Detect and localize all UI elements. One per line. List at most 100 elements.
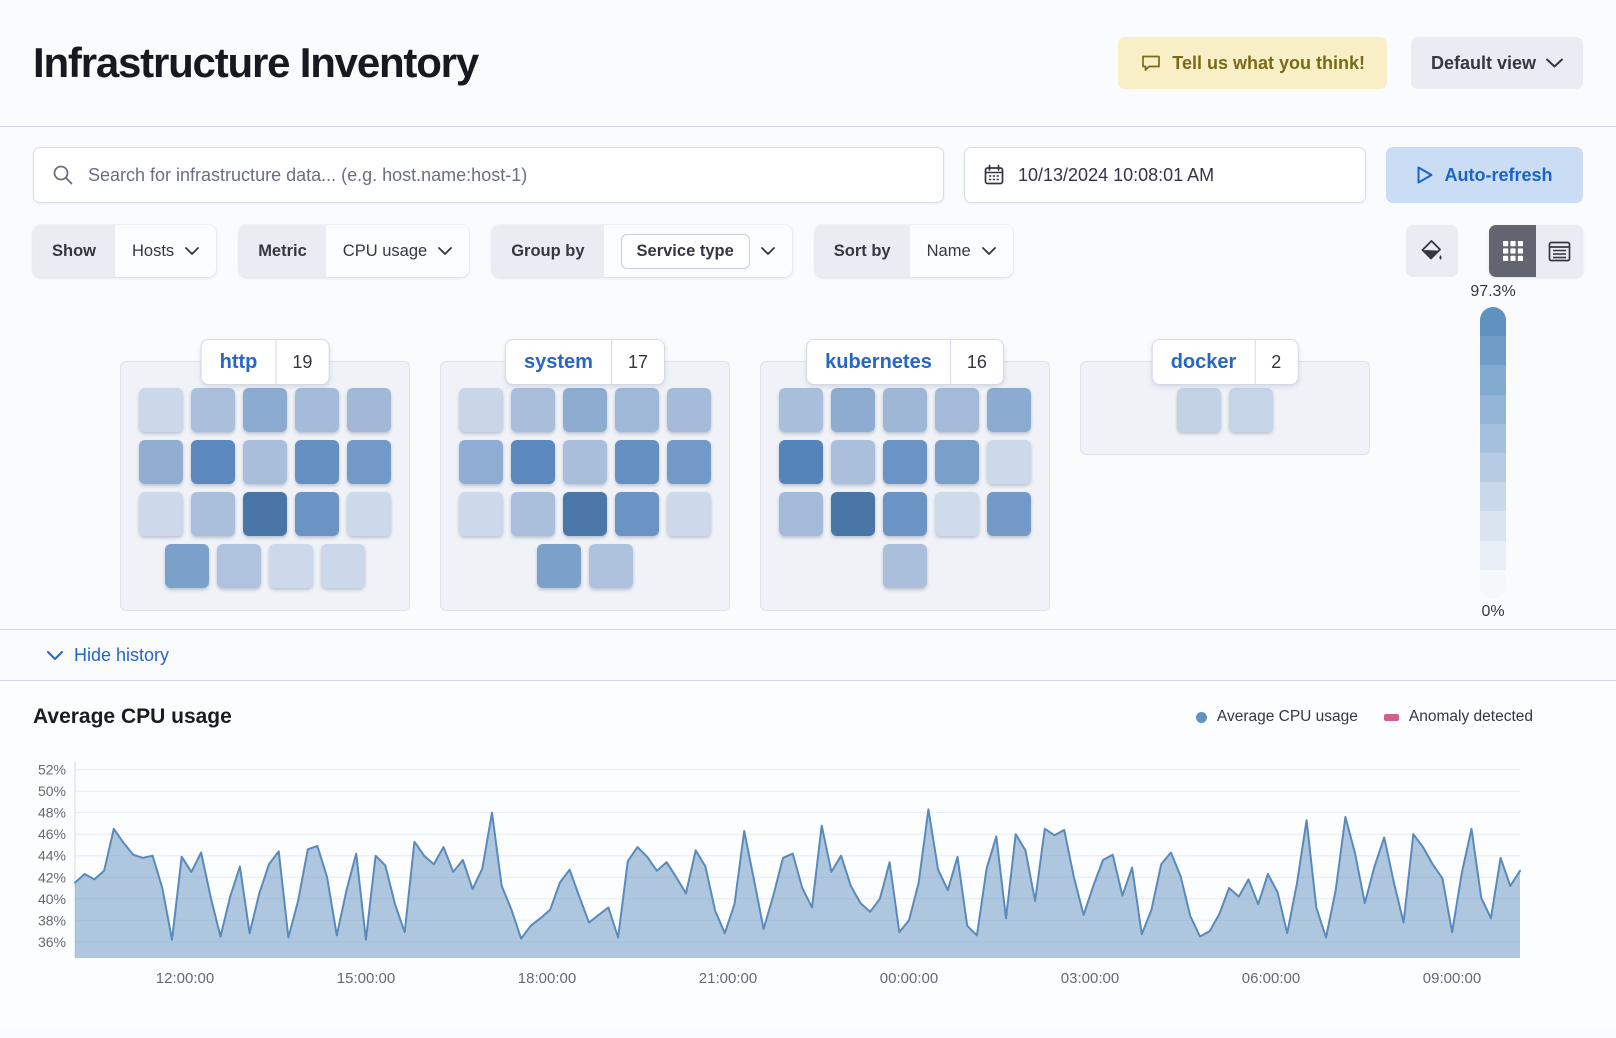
host-square[interactable] bbox=[295, 492, 339, 536]
host-square[interactable] bbox=[321, 544, 365, 588]
show-filter-button[interactable]: Hosts bbox=[115, 225, 216, 277]
host-square[interactable] bbox=[243, 492, 287, 536]
host-square[interactable] bbox=[831, 492, 875, 536]
group-card-docker: docker 2 bbox=[1080, 339, 1370, 455]
host-square[interactable] bbox=[191, 388, 235, 432]
host-square[interactable] bbox=[511, 440, 555, 484]
legend-item-anomaly[interactable]: Anomaly detected bbox=[1383, 708, 1533, 726]
scale-step bbox=[1480, 423, 1506, 454]
group-name-link[interactable]: kubernetes bbox=[825, 350, 932, 373]
host-square[interactable] bbox=[511, 492, 555, 536]
host-square[interactable] bbox=[615, 492, 659, 536]
host-square[interactable] bbox=[1229, 388, 1273, 432]
hide-history-label: Hide history bbox=[74, 644, 170, 665]
host-square[interactable] bbox=[987, 388, 1031, 432]
host-square[interactable] bbox=[295, 388, 339, 432]
hide-history-link[interactable]: Hide history bbox=[47, 645, 169, 666]
group-badge: http 19 bbox=[200, 339, 330, 385]
host-square[interactable] bbox=[987, 492, 1031, 536]
host-square[interactable] bbox=[269, 544, 313, 588]
host-square[interactable] bbox=[563, 388, 607, 432]
svg-text:48%: 48% bbox=[38, 805, 66, 821]
grid-view-button[interactable] bbox=[1489, 225, 1536, 277]
feedback-button[interactable]: Tell us what you think! bbox=[1118, 37, 1387, 89]
host-square[interactable] bbox=[563, 492, 607, 536]
host-square[interactable] bbox=[243, 388, 287, 432]
group-card-system: system 17 bbox=[440, 339, 730, 611]
host-square[interactable] bbox=[667, 388, 711, 432]
group-badge: kubernetes 16 bbox=[806, 339, 1004, 385]
host-square[interactable] bbox=[563, 440, 607, 484]
sort-by-filter-button[interactable]: Name bbox=[910, 225, 1013, 277]
host-square[interactable] bbox=[1177, 388, 1221, 432]
svg-text:12:00:00: 12:00:00 bbox=[156, 970, 214, 987]
host-square[interactable] bbox=[615, 440, 659, 484]
host-square[interactable] bbox=[165, 544, 209, 588]
host-square[interactable] bbox=[243, 440, 287, 484]
color-palette-button[interactable] bbox=[1406, 225, 1458, 277]
host-square[interactable] bbox=[347, 440, 391, 484]
date-picker-button[interactable]: 10/13/2024 10:08:01 AM bbox=[964, 147, 1366, 203]
group-by-filter-button[interactable]: Service type bbox=[604, 225, 792, 277]
scale-step bbox=[1480, 482, 1506, 512]
metric-filter-button[interactable]: CPU usage bbox=[326, 225, 469, 277]
scale-step bbox=[1480, 336, 1506, 366]
legend-dot-icon bbox=[1195, 711, 1207, 723]
host-square[interactable] bbox=[191, 492, 235, 536]
host-square[interactable] bbox=[883, 440, 927, 484]
show-filter-group: Show Hosts bbox=[33, 225, 217, 277]
host-square[interactable] bbox=[139, 440, 183, 484]
host-square[interactable] bbox=[667, 492, 711, 536]
inventory-map: http 19 system 17 kubernetes 16 docker 2… bbox=[0, 277, 1616, 629]
scale-step bbox=[1480, 511, 1506, 541]
host-square[interactable] bbox=[511, 388, 555, 432]
host-square[interactable] bbox=[779, 388, 823, 432]
host-square[interactable] bbox=[831, 440, 875, 484]
search-input[interactable] bbox=[88, 164, 925, 186]
host-square[interactable] bbox=[459, 440, 503, 484]
host-square[interactable] bbox=[779, 440, 823, 484]
host-square[interactable] bbox=[347, 388, 391, 432]
host-square[interactable] bbox=[615, 388, 659, 432]
page-title: Infrastructure Inventory bbox=[33, 39, 479, 86]
host-square[interactable] bbox=[139, 388, 183, 432]
sort-by-filter-group: Sort by Name bbox=[814, 225, 1013, 277]
chart-title: Average CPU usage bbox=[33, 705, 232, 728]
group-card-kubernetes: kubernetes 16 bbox=[760, 339, 1050, 611]
host-square[interactable] bbox=[987, 440, 1031, 484]
legend-rect-icon bbox=[1383, 713, 1399, 721]
legend-item-avg-cpu[interactable]: Average CPU usage bbox=[1195, 708, 1358, 726]
host-square[interactable] bbox=[883, 544, 927, 588]
host-square[interactable] bbox=[347, 492, 391, 536]
svg-text:44%: 44% bbox=[38, 848, 66, 864]
group-by-filter-value: Service type bbox=[620, 233, 750, 269]
host-square[interactable] bbox=[883, 492, 927, 536]
host-square[interactable] bbox=[935, 440, 979, 484]
auto-refresh-button[interactable]: Auto-refresh bbox=[1386, 147, 1583, 203]
view-selector-button[interactable]: Default view bbox=[1410, 37, 1583, 89]
host-square[interactable] bbox=[459, 388, 503, 432]
scale-min-label: 0% bbox=[1481, 603, 1505, 620]
show-filter-value: Hosts bbox=[132, 241, 175, 260]
chart-legend: Average CPU usage Anomaly detected bbox=[1195, 708, 1533, 726]
group-name-link[interactable]: http bbox=[219, 350, 258, 373]
host-square[interactable] bbox=[217, 544, 261, 588]
metric-filter-group: Metric CPU usage bbox=[239, 225, 470, 277]
host-square[interactable] bbox=[935, 388, 979, 432]
host-square[interactable] bbox=[883, 388, 927, 432]
host-square[interactable] bbox=[139, 492, 183, 536]
host-square[interactable] bbox=[537, 544, 581, 588]
host-square[interactable] bbox=[667, 440, 711, 484]
host-square[interactable] bbox=[779, 492, 823, 536]
group-name-link[interactable]: docker bbox=[1170, 350, 1237, 373]
group-badge: docker 2 bbox=[1151, 339, 1299, 385]
show-filter-label: Show bbox=[33, 225, 115, 277]
host-square[interactable] bbox=[589, 544, 633, 588]
group-name-link[interactable]: system bbox=[524, 350, 593, 373]
host-square[interactable] bbox=[459, 492, 503, 536]
host-square[interactable] bbox=[935, 492, 979, 536]
host-square[interactable] bbox=[295, 440, 339, 484]
host-square[interactable] bbox=[831, 388, 875, 432]
host-square[interactable] bbox=[191, 440, 235, 484]
table-view-button[interactable] bbox=[1536, 225, 1583, 277]
